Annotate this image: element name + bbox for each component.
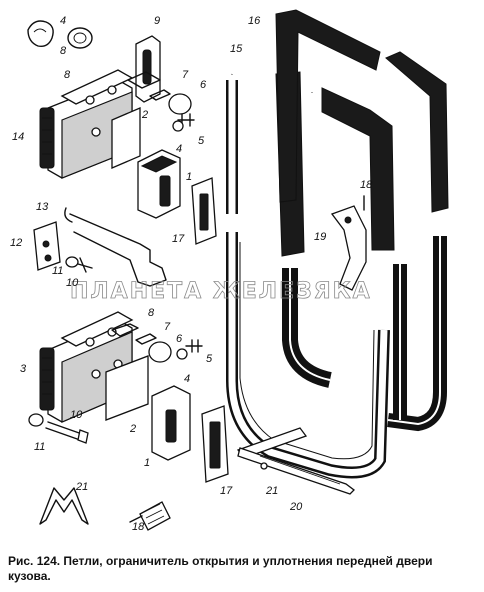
callout: 4 [176, 143, 182, 155]
callout: 5 [198, 135, 205, 147]
lower-hinge-group [28, 311, 229, 483]
callout: 12 [10, 237, 22, 249]
callout: 18 [360, 179, 373, 191]
cap-6 [168, 93, 192, 115]
callout: 9 [154, 15, 160, 27]
callout: 6 [176, 333, 183, 345]
check-strap [69, 213, 167, 287]
callout: 5 [206, 353, 213, 365]
callout: 18 [132, 521, 145, 533]
bolt-10-lower [45, 421, 83, 441]
callout: 13 [36, 201, 49, 213]
callout: 4 [60, 15, 66, 27]
watermark: ПЛАНЕТА ЖЕЛЕЗЯКА [70, 279, 372, 304]
callout: 15 [230, 43, 243, 55]
callout: 4 [184, 373, 190, 385]
seal-16-top [275, 9, 381, 203]
callout: 10 [70, 409, 83, 421]
callout: 1 [144, 457, 150, 469]
callout: 17 [172, 233, 185, 245]
cap-6-lower [148, 341, 172, 363]
callout: 1 [186, 171, 192, 183]
bolt-10 [77, 257, 93, 273]
callout: 2 [141, 109, 148, 121]
hinge-pin-barrel [39, 107, 55, 169]
callout: 16 [248, 15, 261, 27]
clip-part [27, 20, 54, 48]
callout: 10 [66, 277, 79, 289]
fastener-group [39, 487, 171, 531]
callout: 7 [182, 69, 189, 81]
spring-clip-21 [39, 487, 89, 525]
seal-strip-inner-right [321, 87, 395, 251]
limiter-19 [330, 205, 367, 291]
callout: 21 [265, 485, 278, 497]
callout: 7 [164, 321, 171, 333]
callout: 2 [129, 423, 136, 435]
callout: 11 [34, 441, 45, 453]
callout: 20 [289, 501, 303, 513]
washer-ring [67, 27, 93, 49]
callout: 8 [60, 45, 67, 57]
washer-11 [28, 413, 44, 427]
screw-18 [139, 501, 171, 531]
pin-7 [149, 89, 171, 101]
callout: 8 [148, 307, 155, 319]
bolt-5-lower [185, 339, 203, 353]
exploded-parts-diagram: ПЛАНЕТА ЖЕЛЕЗЯКА 4 8 9 8 7 6 2 14 5 4 1 … [10, 9, 449, 533]
hinge-pin-barrel-lower [39, 347, 55, 411]
door-seals-group [226, 9, 449, 495]
callout: 3 [20, 363, 27, 375]
callout: 14 [12, 131, 24, 143]
upper-hinge-group [27, 20, 217, 245]
pin-7-lower [135, 333, 157, 345]
figure-caption: Рис. 124. Петли, ограничитель открытия и… [8, 554, 433, 583]
callout: 19 [314, 231, 326, 243]
callout: 17 [220, 485, 233, 497]
door-check-strap-group [33, 207, 167, 287]
seal-16-right [385, 51, 449, 213]
callout: 6 [200, 79, 207, 91]
sill-strip-20 [237, 447, 355, 495]
callout-labels: 4 8 9 8 7 6 2 14 5 4 1 17 13 12 11 10 8 … [10, 15, 373, 533]
callout: 21 [75, 481, 88, 493]
callout: 11 [52, 265, 63, 277]
callout: 8 [64, 69, 71, 81]
